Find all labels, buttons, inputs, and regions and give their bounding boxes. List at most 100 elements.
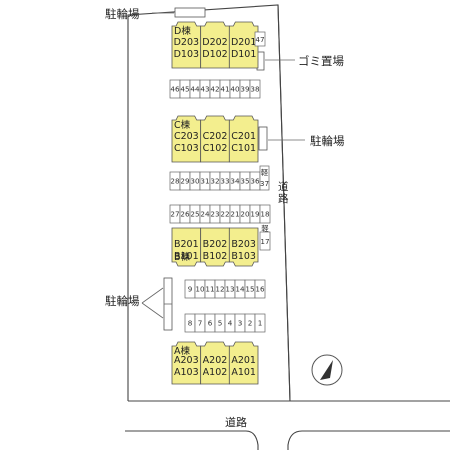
unit-label-upper: D203 [174,37,199,48]
label-bicycle-mid: 駐輪場 [310,134,345,148]
parking-slot-number: 39 [240,85,250,94]
parking-slot-number: 25 [190,210,199,219]
parking-slot-number: 40 [230,85,240,94]
unit-label-lower: B101 [174,251,199,262]
parking-slot-number: 26 [180,210,190,219]
parking-slot-number: 7 [198,319,203,328]
parking-slot-number: 28 [170,177,180,186]
parking-slot-number: 42 [210,85,219,94]
road-curve-left [125,430,259,450]
unit-label-lower: D101 [231,49,256,60]
road-curve-right [287,430,450,450]
unit-block [171,115,202,163]
label-road-bottom: 道路 [225,415,247,429]
parking-slot-number: 15 [245,285,254,294]
unit-label-lower: A103 [174,367,199,378]
unit-label-lower: B103 [231,251,256,262]
unit-block [200,115,230,163]
parking-slot-number: 11 [205,285,214,294]
unit-label-lower: D103 [174,49,199,60]
parking-slot-number: 13 [225,285,234,294]
parking-slot-number: 38 [250,85,260,94]
parking-slot-number: 45 [180,85,189,94]
parking-slot-number: 31 [200,177,209,186]
label-garbage: ゴミ置場 [298,54,344,68]
unit-label-upper: A202 [203,355,228,366]
parking-slot-number: 43 [200,85,209,94]
unit-label-lower: A101 [231,367,256,378]
parking-slot-number: 34 [230,177,240,186]
unit-label-lower: C102 [203,143,228,154]
parking-slot-number: 29 [180,177,190,186]
parking-slot-number: 21 [230,210,239,219]
parking-slot-number: 1 [258,319,263,328]
parking-slot-number: 16 [255,285,265,294]
parking-slot-number: 46 [170,85,180,94]
north-arrow-icon [311,354,343,386]
unit-label-upper: A203 [174,355,199,366]
parking-slot-number: 3 [238,319,243,328]
parking-slot-number: 44 [190,85,200,94]
unit-block [171,21,202,69]
parking-slot-number: 23 [210,210,219,219]
parking-slot-number: 10 [195,285,205,294]
label-road-right: 道路 [278,180,289,205]
parking-slot-number: 27 [170,210,179,219]
unit-label-upper: C203 [174,131,199,142]
unit-block [200,341,230,385]
unit-block [228,341,259,385]
parking-slot [259,231,271,251]
parking-slot-number: 20 [240,210,250,219]
parking-slot-number: 2 [248,319,253,328]
bicycle-parking-mid [258,126,268,151]
unit-label-lower: A102 [203,367,228,378]
parking-slot-number: 35 [240,177,249,186]
road-edge-right [277,4,291,402]
parking-slot-number: 14 [235,285,245,294]
parking-slot-number: 18 [260,210,270,219]
parking-slot [259,165,270,191]
parking-slot-number: 8 [188,319,193,328]
parking-slot [249,79,261,99]
unit-block [171,341,202,385]
building-name: D棟 [174,25,191,37]
unit-label-upper: A201 [231,355,256,366]
light-vehicle-mark-18: 軽 [261,224,268,233]
unit-label-upper: C202 [203,131,228,142]
parking-slot-number: 9 [188,285,193,294]
parking-slot-number: 22 [220,210,229,219]
light-vehicle-mark: 軽 [261,168,268,177]
parking-slot-number: 17 [260,237,269,246]
unit-label-lower: C101 [231,143,256,154]
parking-slot-number: 4 [228,319,233,328]
unit-label-upper: B201 [174,239,199,250]
parking-slot [254,31,266,47]
parking-slot-number: 30 [190,177,200,186]
parking-slot [254,313,266,333]
parking-slot-number: 32 [210,177,219,186]
building-name: C棟 [174,119,191,131]
leader-bicycle-left-2 [141,302,164,319]
unit-label-lower: C103 [174,143,199,154]
parking-slot [259,204,271,224]
unit-label-upper: B202 [203,239,228,250]
building-name: A棟 [174,345,190,357]
parking-slot [254,279,266,299]
unit-label-lower: B102 [203,251,228,262]
building-name: B棟 [174,251,191,263]
parking-slot-17: 17 [259,231,271,251]
unit-label-upper: D202 [202,37,227,48]
label-bicycle-top: 駐輪場 [105,7,140,21]
parking-slot-37-light: 軽37 [259,165,270,191]
leader-bicycle-left-1 [141,287,164,304]
parking-slot-number: 5 [218,319,223,328]
